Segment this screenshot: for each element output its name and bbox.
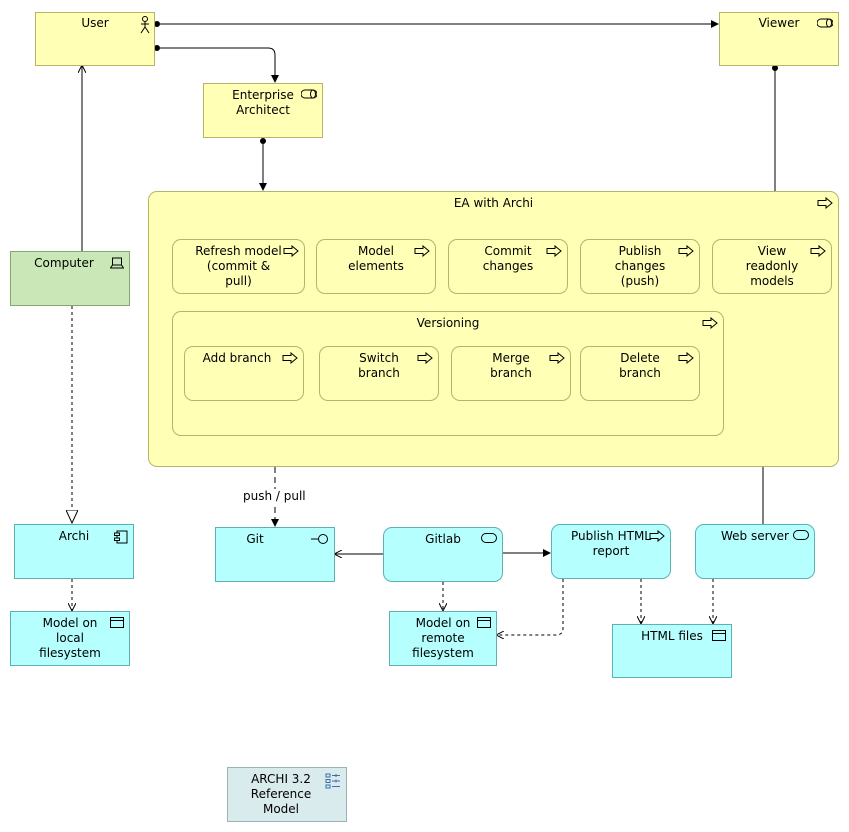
node-label: Model on remote filesystem xyxy=(412,616,474,660)
process-arrow-icon xyxy=(702,317,718,329)
node-computer[interactable]: Computer xyxy=(10,251,130,306)
node-switch-branch[interactable]: Switch branch xyxy=(319,346,439,401)
node-merge-branch[interactable]: Merge branch xyxy=(451,346,571,401)
node-model-local[interactable]: Model on local filesystem xyxy=(10,611,130,666)
process-arrow-icon xyxy=(283,245,299,257)
node-model-remote[interactable]: Model on remote filesystem xyxy=(389,611,497,666)
node-web-server[interactable]: Web server xyxy=(695,524,815,579)
node-label: Delete branch xyxy=(619,351,661,380)
service-icon xyxy=(481,533,497,543)
node-enterprise-architect[interactable]: Enterprise Architect xyxy=(203,83,323,138)
node-label: Model elements xyxy=(348,244,404,273)
node-publish-changes[interactable]: Publish changes (push) xyxy=(580,239,700,294)
node-label: Enterprise Architect xyxy=(232,88,294,117)
interface-icon xyxy=(311,534,328,544)
node-label: EA with Archi xyxy=(453,196,534,210)
node-label: Publish HTML report xyxy=(571,529,651,558)
process-arrow-icon xyxy=(546,245,562,257)
edge-user-ea xyxy=(157,47,279,83)
process-arrow-icon xyxy=(414,245,430,257)
node-label: Refresh model (commit & pull) xyxy=(195,244,282,288)
artifact-icon xyxy=(110,617,124,628)
edge-publish-remote xyxy=(497,579,564,635)
process-arrow-icon xyxy=(678,352,694,364)
node-label: Versioning xyxy=(416,316,480,330)
node-html-files[interactable]: HTML files xyxy=(612,624,732,678)
process-arrow-icon xyxy=(817,197,833,209)
actor-icon xyxy=(140,16,150,34)
node-label: Commit changes xyxy=(482,244,534,273)
node-label: Computer xyxy=(34,256,94,270)
component-icon xyxy=(114,530,128,544)
node-label: Merge branch xyxy=(490,351,532,380)
node-label: View readonly models xyxy=(745,244,799,288)
node-label: User xyxy=(81,16,109,30)
device-icon xyxy=(110,257,124,269)
role-icon xyxy=(301,89,317,99)
diagram-model-icon xyxy=(325,773,340,789)
role-icon xyxy=(817,18,833,28)
node-view-readonly[interactable]: View readonly models xyxy=(712,239,832,294)
process-arrow-icon xyxy=(282,352,298,364)
node-label: Model on local filesystem xyxy=(39,616,101,660)
edge-label-push-pull: push / pull xyxy=(243,489,306,503)
node-label: Viewer xyxy=(758,16,800,30)
node-label: ARCHI 3.2 Reference Model xyxy=(250,772,312,816)
node-label: Gitlab xyxy=(425,532,461,546)
node-add-branch[interactable]: Add branch xyxy=(184,346,304,401)
process-arrow-icon xyxy=(549,352,565,364)
process-arrow-icon xyxy=(810,245,826,257)
node-publish-html[interactable]: Publish HTML report xyxy=(551,524,671,579)
node-model-elements[interactable]: Model elements xyxy=(316,239,436,294)
artifact-icon xyxy=(477,617,491,628)
node-viewer[interactable]: Viewer xyxy=(719,12,839,66)
node-gitlab[interactable]: Gitlab xyxy=(383,527,503,582)
node-user[interactable]: User xyxy=(35,12,155,66)
node-label: Switch branch xyxy=(358,351,400,380)
service-icon xyxy=(793,530,809,540)
process-arrow-icon xyxy=(417,352,433,364)
node-refresh-model[interactable]: Refresh model (commit & pull) xyxy=(172,239,305,294)
node-label: Publish changes (push) xyxy=(614,244,666,288)
node-label: Add branch xyxy=(202,351,272,365)
node-label: Archi xyxy=(58,529,90,543)
node-git[interactable]: Git xyxy=(215,527,335,582)
process-arrow-icon xyxy=(678,245,694,257)
node-reference-model[interactable]: ARCHI 3.2 Reference Model xyxy=(227,767,347,822)
node-delete-branch[interactable]: Delete branch xyxy=(580,346,700,401)
node-archi[interactable]: Archi xyxy=(14,524,134,579)
node-label: HTML files xyxy=(641,629,703,643)
node-label: Git xyxy=(246,532,264,546)
node-commit-changes[interactable]: Commit changes xyxy=(448,239,568,294)
node-label: Web server xyxy=(721,529,789,543)
process-arrow-icon xyxy=(649,530,665,542)
artifact-icon xyxy=(712,630,726,641)
